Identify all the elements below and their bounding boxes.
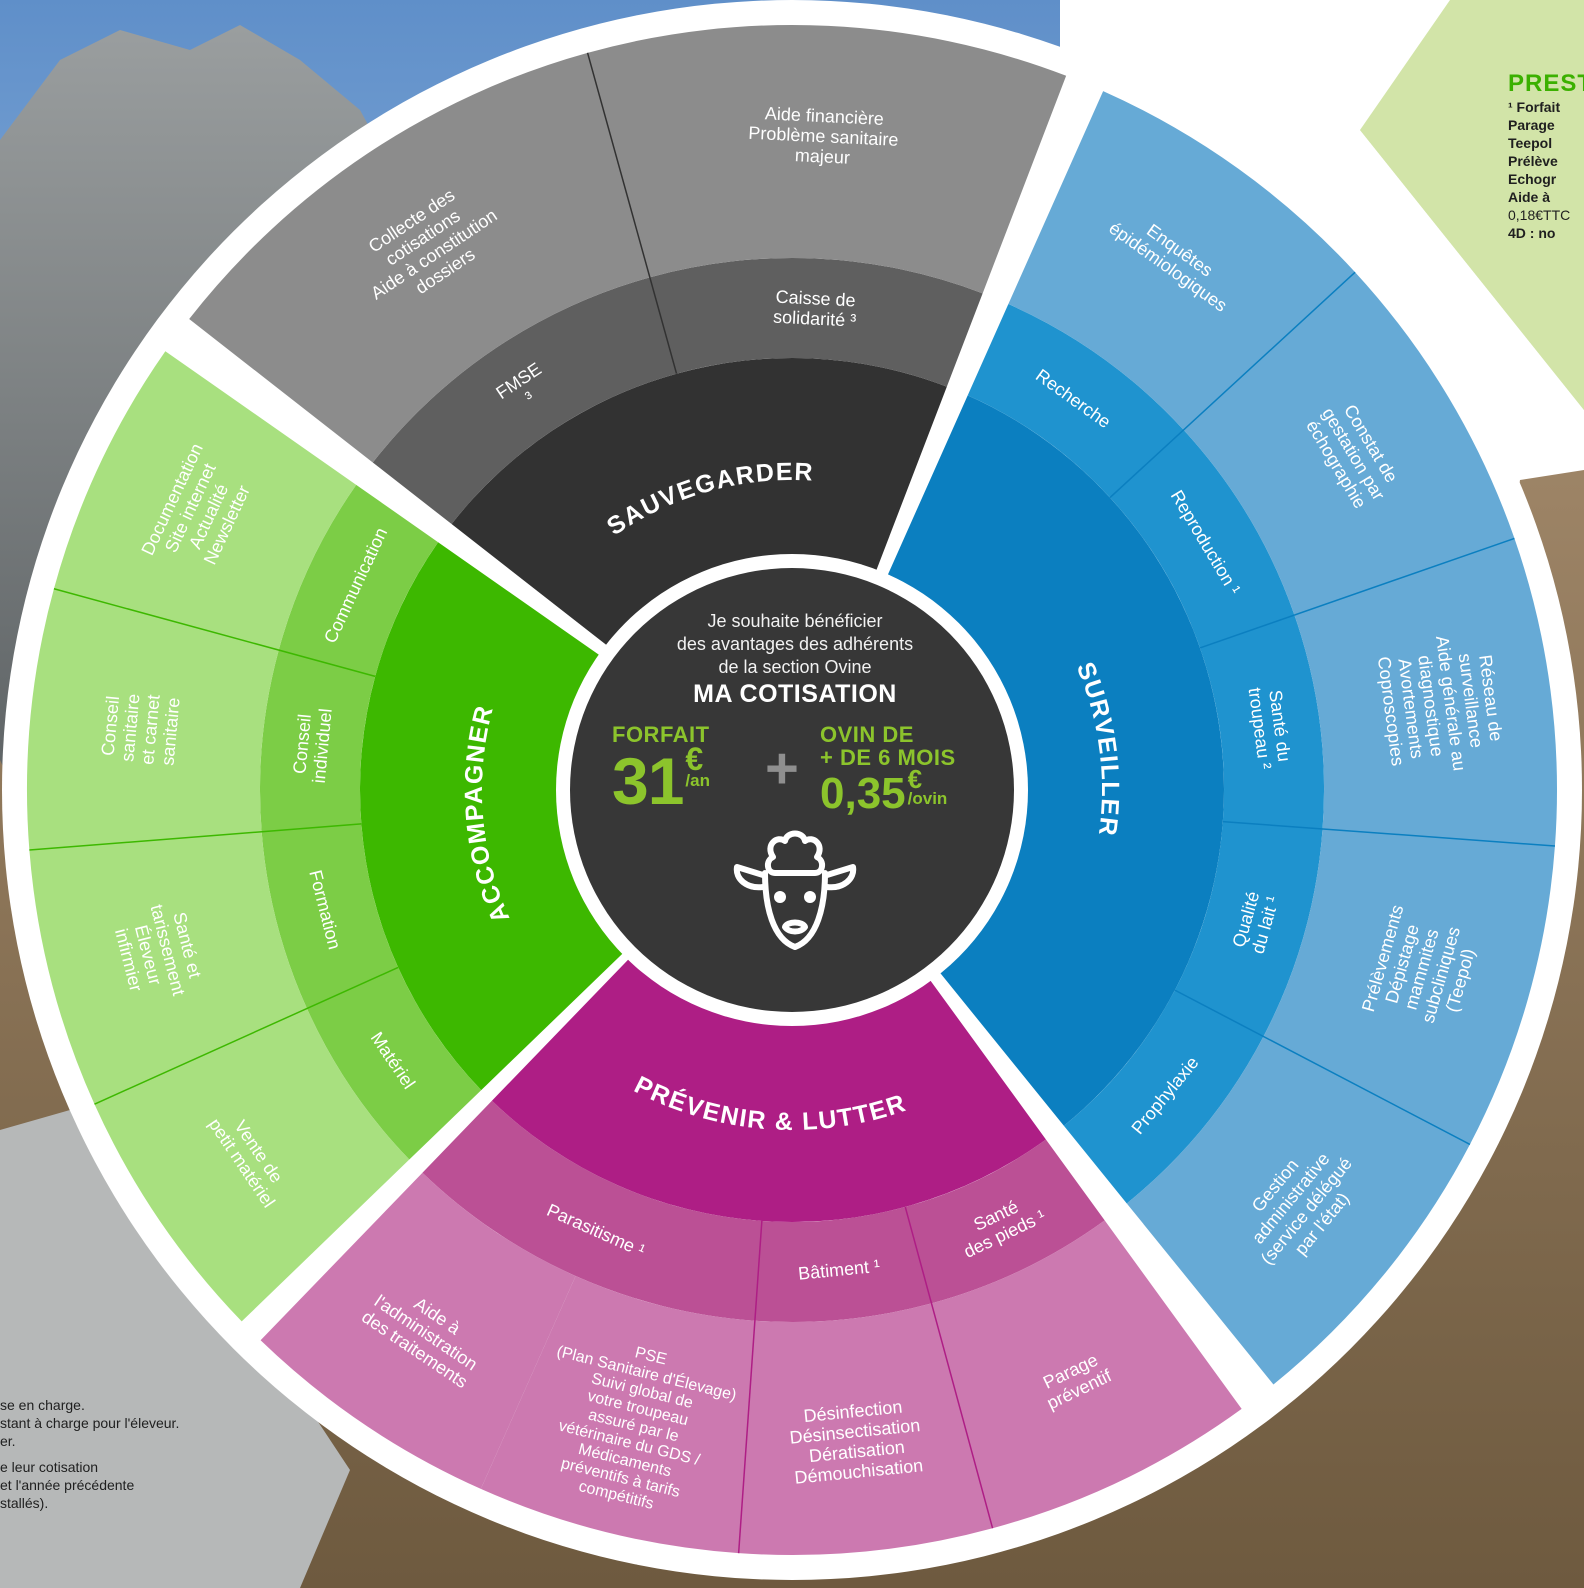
grey-panel-line: se en charge. bbox=[0, 1397, 85, 1413]
category-divider bbox=[94, 966, 399, 1105]
category-divider bbox=[586, 52, 678, 374]
category-prevenir-1 bbox=[754, 1206, 932, 1322]
green-panel-line: Teepol bbox=[1508, 135, 1553, 151]
service-accompagner-3-0 bbox=[53, 351, 357, 651]
category-surveiller-2 bbox=[1199, 615, 1324, 829]
forfait-amount: 31 bbox=[612, 744, 684, 818]
service-surveiller-0-0 bbox=[1008, 91, 1356, 430]
green-panel-line: Prélève bbox=[1508, 153, 1558, 169]
service-sauvegarder-0-0 bbox=[189, 52, 650, 463]
service-prevenir-2-1 bbox=[260, 1172, 576, 1489]
center-disc bbox=[570, 568, 1014, 1012]
service-accompagner-0-0 bbox=[94, 1008, 410, 1322]
category-accompagner-0 bbox=[306, 967, 482, 1160]
green-panel-line: 0,18€TTC bbox=[1508, 207, 1571, 223]
forfait-unit: /an bbox=[685, 771, 710, 790]
category-surveiller-0 bbox=[967, 303, 1184, 498]
category-sauvegarder-0 bbox=[372, 277, 677, 525]
category-accompagner-3 bbox=[278, 484, 439, 677]
service-prevenir-2-0 bbox=[480, 1276, 755, 1554]
grey-panel-line: stant à charge pour l'éleveur. bbox=[0, 1415, 180, 1431]
grey-panel-line: et l'année précédente bbox=[0, 1477, 135, 1493]
category-divider bbox=[904, 1206, 994, 1529]
green-panel-title: PREST bbox=[1508, 70, 1584, 97]
forfait-currency: € bbox=[685, 741, 704, 777]
forfait-block: FORFAIT 31€/an bbox=[612, 723, 762, 814]
service-accompagner-1-0 bbox=[29, 831, 307, 1105]
ovin-block: OVIN DE + DE 6 MOIS 0,35€/ovin bbox=[820, 723, 1010, 819]
intro-line: des avantages des adhérents bbox=[676, 634, 914, 654]
category-divider bbox=[1174, 989, 1471, 1146]
grey-notes-panel: se en charge. stant à charge pour l'élev… bbox=[0, 1396, 300, 1512]
category-divider bbox=[737, 1220, 763, 1554]
grey-panel-line: e leur cotisation bbox=[0, 1459, 99, 1475]
intro-line: Je souhaite bénéficier bbox=[707, 611, 883, 631]
green-panel-line: 4D : no bbox=[1508, 225, 1556, 241]
service-surveiller-3-0 bbox=[1263, 828, 1555, 1145]
category-surveiller-1 bbox=[1109, 429, 1295, 648]
cotisation-title: MA COTISATION bbox=[693, 680, 897, 708]
section-sauvegarder bbox=[451, 358, 947, 648]
grey-panel-line: er. bbox=[0, 1433, 16, 1449]
category-surveiller-4 bbox=[1063, 990, 1264, 1204]
intro-line: de la section Ovine bbox=[718, 657, 872, 677]
sheep-icon bbox=[733, 830, 857, 950]
category-label-sauvegarder-1-line: Caisse de bbox=[775, 287, 856, 311]
green-panel-line: Parage bbox=[1508, 117, 1555, 133]
plus-sign: + bbox=[765, 736, 799, 801]
category-accompagner-2 bbox=[260, 650, 376, 832]
category-label-sauvegarder-1-line: solidarité ³ bbox=[773, 307, 857, 331]
ovin-currency: € bbox=[907, 764, 923, 794]
service-surveiller-2-0 bbox=[1294, 538, 1557, 847]
category-sauvegarder-1 bbox=[649, 258, 983, 387]
category-surveiller-3 bbox=[1174, 821, 1323, 1037]
section-prevenir bbox=[491, 956, 1046, 1222]
green-notes-panel: PREST ¹ Forfait Parage Teepol Prélève Ec… bbox=[1508, 70, 1584, 242]
green-panel-line: ¹ Forfait bbox=[1508, 99, 1561, 115]
category-prevenir-0 bbox=[905, 1139, 1105, 1304]
ovin-label-1: OVIN DE bbox=[820, 722, 914, 747]
service-prevenir-1-0 bbox=[738, 1303, 993, 1555]
service-surveiller-1-0 bbox=[1183, 272, 1515, 616]
category-divider bbox=[1222, 820, 1556, 847]
cotisation-center: Je souhaite bénéficier des avantages des… bbox=[600, 610, 990, 990]
category-divider bbox=[53, 588, 376, 678]
section-accompagner bbox=[359, 542, 626, 1091]
ovin-label-2: + DE 6 MOIS bbox=[820, 745, 956, 770]
grey-panel-line bbox=[0, 1450, 300, 1458]
service-accompagner-2-0 bbox=[26, 588, 279, 851]
green-panel-line: Aide à bbox=[1508, 189, 1551, 205]
green-panel-line: Echogr bbox=[1508, 171, 1557, 187]
grey-panel-line: stallés). bbox=[0, 1495, 49, 1511]
category-divider bbox=[1199, 537, 1515, 649]
category-prevenir-2 bbox=[422, 1100, 762, 1321]
service-text-sauvegarder-1-0-line: majeur bbox=[794, 145, 850, 168]
forfait-label: FORFAIT bbox=[612, 722, 710, 747]
category-divider bbox=[1109, 271, 1356, 499]
category-accompagner-1 bbox=[261, 823, 399, 1009]
service-sauvegarder-1-0 bbox=[587, 24, 1067, 294]
service-prevenir-0-0 bbox=[931, 1220, 1242, 1529]
category-divider bbox=[29, 823, 362, 851]
ovin-amount: 0,35 bbox=[820, 769, 906, 818]
ovin-unit: /ovin bbox=[907, 789, 948, 808]
service-surveiller-4-0 bbox=[1126, 1036, 1470, 1385]
